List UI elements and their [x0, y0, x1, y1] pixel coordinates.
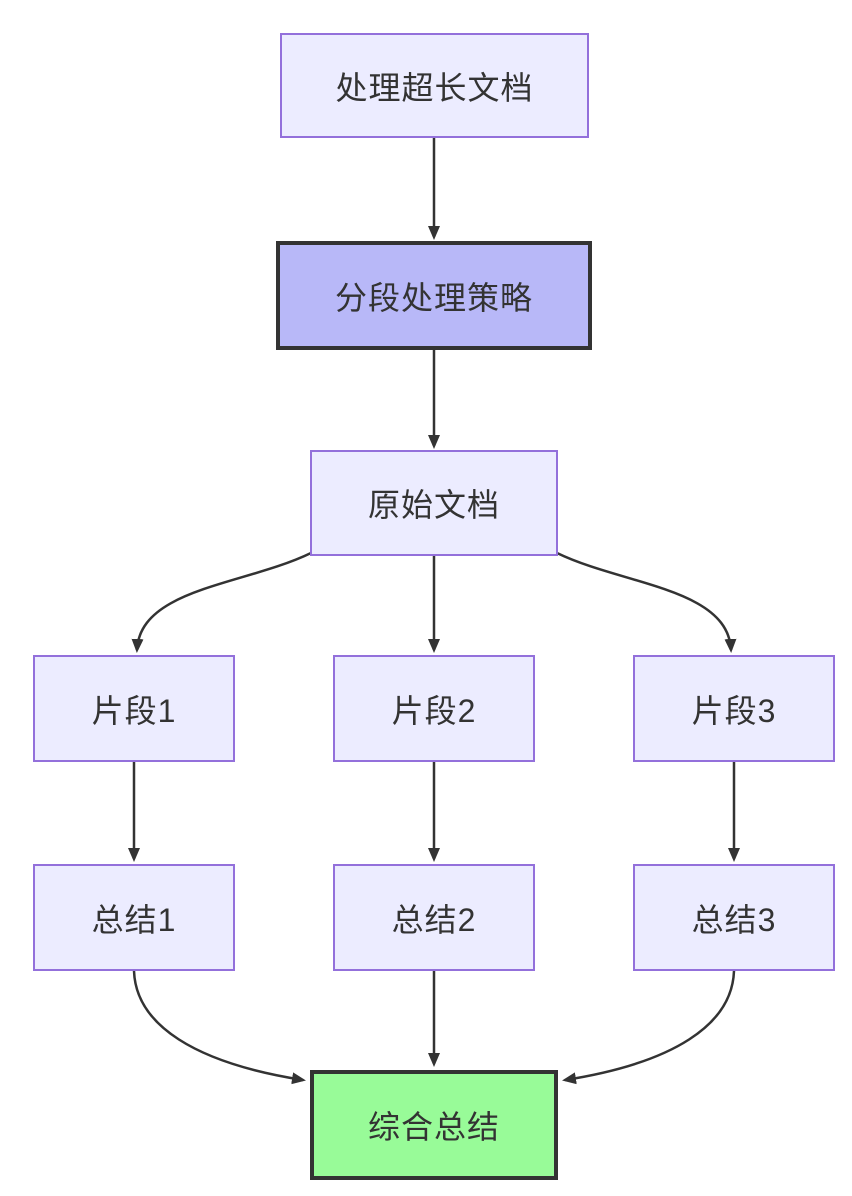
node-process-long-document: 处理超长文档	[280, 33, 589, 138]
node-fragment-3: 片段3	[633, 655, 835, 762]
node-fragment-2: 片段2	[333, 655, 535, 762]
node-label: 片段3	[691, 692, 777, 729]
node-segmentation-strategy: 分段处理策略	[276, 241, 592, 350]
node-summary-2: 总结2	[333, 864, 535, 971]
node-label: 分段处理策略	[334, 279, 533, 316]
node-label: 综合总结	[367, 1109, 500, 1145]
node-summary-3: 总结3	[633, 864, 835, 971]
node-label: 片段2	[391, 692, 477, 729]
node-original-document: 原始文档	[310, 450, 558, 556]
node-summary-1: 总结1	[33, 864, 235, 971]
edge-c-to-d1	[131, 551, 312, 653]
edge-c-to-d3	[556, 551, 737, 653]
edge-e1-to-f	[132, 970, 306, 1085]
node-label: 处理超长文档	[335, 69, 534, 106]
node-label: 片段1	[91, 692, 177, 729]
node-final-summary: 综合总结	[310, 1070, 558, 1180]
node-label: 原始文档	[367, 487, 500, 523]
node-label: 总结1	[91, 901, 177, 938]
node-label: 总结2	[391, 901, 477, 938]
edge-e3-to-f	[562, 970, 736, 1085]
node-fragment-1: 片段1	[33, 655, 235, 762]
node-label: 总结3	[691, 901, 777, 938]
